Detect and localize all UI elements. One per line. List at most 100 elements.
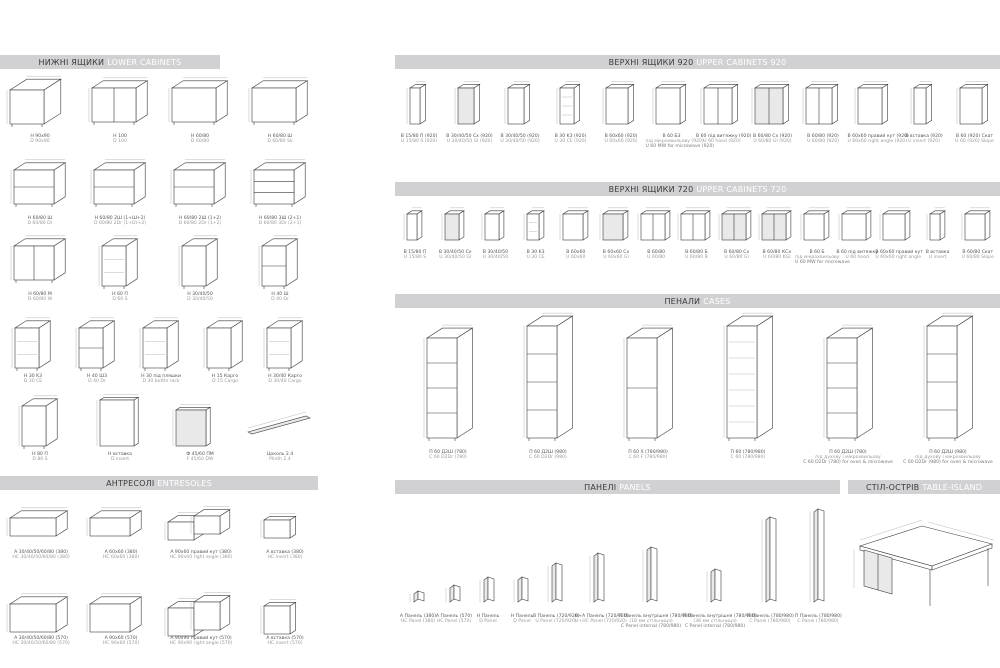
upper920-cabinet-0-label-ua: В 15/80 П (920) — [400, 134, 438, 139]
lower-cabinet-3-label-en: D 60/80 Sk — [267, 139, 293, 145]
upper720-cabinet-2-label-ua: В 30/40/50 — [482, 250, 509, 255]
upper920-cabinet-7-label-ua: В 60/80 Сх (920) — [752, 134, 793, 139]
upper720-cabinet-5-label-ua: В 60x60 Сх — [602, 250, 630, 255]
case-0: П 60 Д2Ш (780)C 60 D2Dr (780) — [399, 312, 497, 460]
case-1-label-ua: П 60 Д2Ш (980) — [529, 450, 567, 455]
upper920-cabinet-2-drawing — [504, 81, 531, 125]
lower-cabinet-18-label-en: D insert — [110, 457, 130, 463]
table-island-drawing — [852, 502, 998, 612]
upper720-cabinet-10-label-ua: В 60 Б — [809, 250, 825, 255]
panel-6-drawing — [642, 546, 658, 603]
lower-cabinet-5: H 60/80 2Ш (1+Ш+2)D 60/80 2Dr (1+Dr+2) — [82, 152, 158, 226]
panels-title-en: PANELS — [619, 482, 651, 492]
upper920-cabinet-4-drawing — [602, 81, 635, 125]
lower-cabinet-6-label-en: D 60/80 2Dr (1+2) — [178, 221, 222, 227]
panel-9: П Панель (780/980)C Panel (780/980) — [795, 502, 842, 625]
upper920-cabinet-11-drawing — [956, 81, 989, 125]
lower-cabinet-13-label-ua: H 40 Ш3 — [86, 374, 108, 379]
upper720-cabinet-6-drawing — [638, 207, 672, 241]
case-0-label-en: C 60 D2Dr (780) — [429, 455, 467, 461]
entresole-5-label-en: HC 90x60 (570) — [102, 641, 140, 647]
case-4-drawing — [823, 324, 874, 441]
lower-cabinet-20-drawing — [247, 411, 311, 435]
panel-7-label-ua: П Панель внутрішня (780/980) — [683, 614, 757, 619]
upper720-cabinet-10-drawing — [800, 207, 830, 241]
case-5-label-ua: П 60 Д2Ш (980) — [929, 450, 967, 455]
lower-cabinets-header: НИЖНІ ЯЩИКИ LOWER CABINETS — [0, 55, 220, 69]
panel-1: А Панель (570)HC Panel (570) — [431, 502, 477, 624]
upper920-cabinet-7: В 60/80 Сх (920)U 60/80 Gl (920) — [747, 74, 799, 144]
upper720-cabinet-13-label-ua: В вставка — [925, 250, 950, 255]
lower-cabinet-3-drawing — [248, 77, 309, 125]
lower-cabinet-20-label-en: Plinth 2.4 — [269, 457, 291, 463]
case-2-label-ua: П 60 Х (780/980) — [628, 450, 668, 455]
upper720-cabinet-0-label-ua: В 15/80 П — [403, 250, 427, 255]
lower-cabinet-14-drawing — [139, 317, 180, 371]
upper920-cabinet-7-drawing — [751, 81, 790, 125]
panel-9-label-en: C Panel (780/980) — [797, 619, 839, 625]
upper920-cabinet-6: В 60 під витяжку (920)U 60 hood (920) — [696, 74, 751, 144]
case-4-label-ua: П 60 Д2Ш (780) — [829, 450, 867, 455]
upper920-cabinet-4-label-ua: В 60x60 (920) — [604, 134, 638, 139]
upper720-header: ВЕРХНІ ЯЩИКИ 720 UPPER CABINETS 720 — [395, 182, 1000, 196]
upper920-title-en: UPPER CABINETS 920 — [696, 57, 787, 67]
island-section: СТІЛ-ОСТРІВ TABLE-ISLAND — [848, 480, 1000, 660]
panel-5-label-en: U+HC Panel (720/920) — [575, 619, 627, 625]
upper720-cabinet-7-label-ua: В 60/80 Б — [685, 250, 708, 255]
upper720-cabinet-8-drawing — [718, 207, 752, 241]
entresole-0-label-ua: A 30/40/50/60/80 (380) — [14, 550, 68, 555]
upper920-cabinet-4-label-en: U 60x60 (920) — [604, 139, 638, 145]
lower-cabinet-13-drawing — [75, 317, 116, 371]
upper720-cabinet-3-label-ua: В 30 K3 — [526, 250, 545, 255]
lower-cabinet-8-label-ua: H 60/80 M — [28, 292, 52, 297]
entresole-3-label-ua: A вставка (380) — [266, 550, 304, 555]
entresole-7-drawing — [260, 599, 297, 635]
lower-cabinet-12-drawing — [11, 317, 52, 371]
lower-cabinet-1-label-ua: H 100 — [113, 134, 127, 139]
lower-cabinet-0-drawing — [6, 76, 62, 127]
case-3: П 60 (780/980)C 60 (780/980) — [699, 312, 797, 460]
lower-cabinet-7-label-en: D 60/80 3Dr (2+1) — [258, 221, 302, 227]
lower-cabinet-9-label-ua: H 60 П — [112, 292, 128, 297]
entresole-6: A 90x90 правий кут (570)HC 90x90 right a… — [162, 584, 240, 646]
island-title-en: TABLE-ISLAND — [922, 482, 983, 492]
upper920-title-ua: ВЕРХНІ ЯЩИКИ 920 — [608, 57, 694, 67]
case-5-label-x: C 60 D2Dr (980) for oven & microwave — [903, 460, 993, 466]
lower-cabinet-2-label-en: D 60/80 — [190, 139, 210, 145]
upper920-cabinet-9-label-ua: В 60x60 правий кут (920) — [847, 134, 909, 139]
entresole-2-label-ua: A 90x60 правий кут (380) — [170, 550, 232, 555]
upper720-cabinet-14-label-en: U 60/80 Slope — [961, 255, 994, 261]
entresole-6-label-en: HC 90x90 right angle (570) — [169, 641, 233, 647]
upper920-cabinet-3-label-en: U 30 CE (920) — [554, 139, 587, 145]
lower-cabinet-4-drawing — [10, 159, 67, 207]
lower-cabinet-3-label-ua: H 60/80 Ш — [267, 134, 293, 139]
panel-4: В Панель (720/920)U Panel (720/920) — [533, 502, 579, 624]
lower-cabinet-17-label-en: D 80 S — [32, 457, 48, 463]
upper720-cabinet-10-label-x: U 60 MW for microwave — [795, 260, 850, 266]
upper720-cabinet-14-label-ua: В 60/80 Скат — [962, 250, 994, 255]
panel-0-drawing — [409, 590, 425, 603]
case-4: П 60 Д2Ш (780)під духову і мікрохвильову… — [799, 312, 897, 466]
lower-cabinet-8-label-en: D 60/80 W — [27, 297, 53, 303]
entresoles-section: АНТРЕСОЛІ ENTRESOLES A 30/40/50/60/80 (3… — [0, 476, 318, 666]
lower-cabinet-6: H 60/80 2Ш (1+2)D 60/80 2Dr (1+2) — [162, 152, 238, 226]
lower-cabinet-2-drawing — [168, 77, 229, 125]
panel-1-label-ua: А Панель (570) — [435, 614, 473, 619]
upper720-cabinet-12-label-en: U 60x60 right angle — [875, 255, 922, 261]
panel-6: П Панель внутрішня (780/980)(18 мм стіль… — [619, 502, 693, 630]
lower-cabinet-17-label-ua: H 80 П — [32, 452, 48, 457]
case-2: П 60 Х (780/980)C 60 F (780/980) — [599, 312, 697, 460]
